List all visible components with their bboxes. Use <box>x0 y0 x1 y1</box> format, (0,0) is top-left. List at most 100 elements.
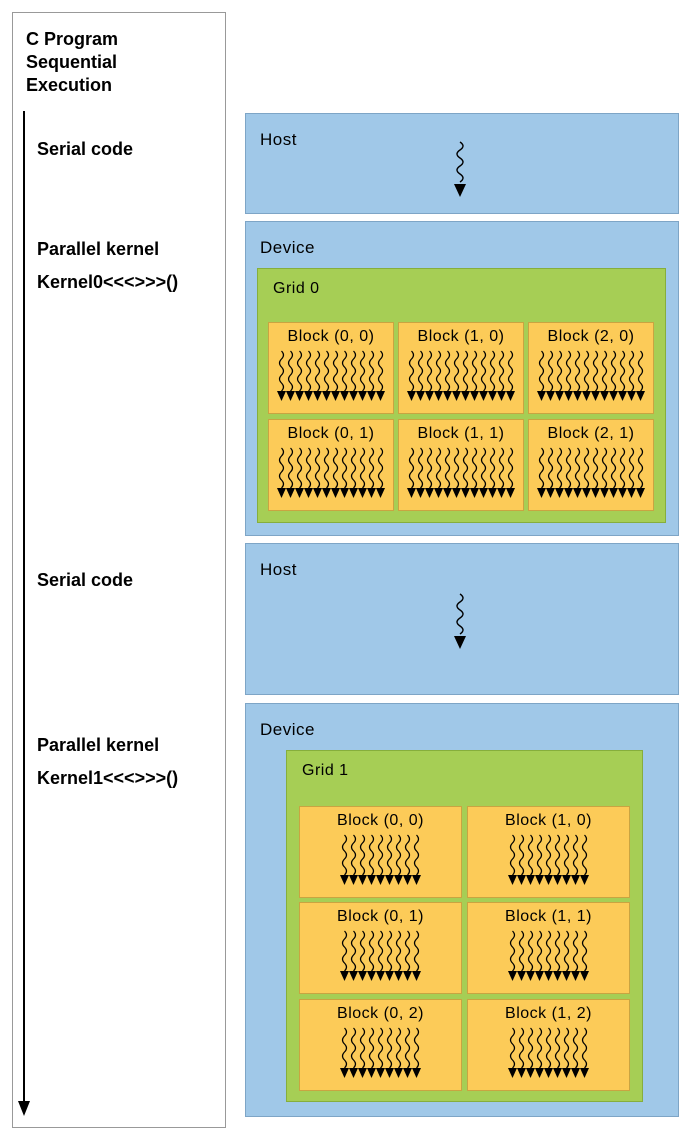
thread-group <box>277 447 385 498</box>
block-label: Block (1, 2) <box>505 1005 592 1022</box>
thread-arrow <box>479 350 488 401</box>
grid1-block-0-2: Block (0, 2) <box>299 999 462 1091</box>
serial-code-label-1: Serial code <box>37 139 134 159</box>
thread-arrow <box>535 834 544 885</box>
thread-arrow <box>627 350 636 401</box>
thread-arrow <box>535 930 544 981</box>
thread-arrow <box>488 350 497 401</box>
thread-arrow <box>322 447 331 498</box>
block-label: Block (1, 0) <box>417 328 505 345</box>
block-label: Block (2, 1) <box>547 425 635 442</box>
thread-arrow <box>582 447 591 498</box>
thread-arrow <box>544 834 553 885</box>
thread-arrow <box>627 447 636 498</box>
thread-arrow <box>564 350 573 401</box>
thread-arrow <box>555 447 564 498</box>
block-label: Block (0, 0) <box>337 812 424 829</box>
host-box-2: Host <box>245 543 679 695</box>
title-line-3: Execution <box>26 75 113 95</box>
thread-arrow <box>571 834 580 885</box>
thread-arrow <box>517 834 526 885</box>
title-line-1: C Program <box>26 29 119 49</box>
thread-arrow <box>367 350 376 401</box>
thread-arrow <box>470 447 479 498</box>
thread-arrow <box>506 447 515 498</box>
thread-arrow <box>407 350 416 401</box>
block-label: Block (1, 1) <box>417 425 505 442</box>
thread-arrow <box>609 447 618 498</box>
block-label: Block (0, 1) <box>337 908 424 925</box>
thread-arrow <box>553 834 562 885</box>
thread-arrow <box>443 447 452 498</box>
thread-arrow <box>508 1027 517 1078</box>
thread-arrow <box>434 350 443 401</box>
thread-arrow <box>277 350 286 401</box>
thread-group <box>340 834 421 885</box>
grid-1-label: Grid 1 <box>302 762 349 779</box>
title-line-2: Sequential <box>26 52 118 72</box>
thread-arrow <box>544 1027 553 1078</box>
thread-arrow <box>425 350 434 401</box>
thread-arrow <box>376 447 385 498</box>
thread-arrow <box>412 930 421 981</box>
grid0-block-1-0: Block (1, 0) <box>398 322 524 414</box>
thread-arrow <box>517 930 526 981</box>
thread-group <box>508 930 589 981</box>
grid0-block-2-1: Block (2, 1) <box>528 419 654 511</box>
thread-arrow <box>580 930 589 981</box>
thread-arrow <box>618 350 627 401</box>
thread-arrow <box>313 447 322 498</box>
thread-arrow <box>618 447 627 498</box>
grid1-block-1-1: Block (1, 1) <box>467 902 630 994</box>
thread-arrow <box>394 834 403 885</box>
thread-arrow <box>277 447 286 498</box>
thread-arrow <box>416 350 425 401</box>
thread-arrow <box>506 350 515 401</box>
thread-arrow <box>636 447 645 498</box>
thread-arrow <box>286 350 295 401</box>
grid0-block-0-1: Block (0, 1) <box>268 419 394 511</box>
thread-arrow <box>286 447 295 498</box>
thread-arrow <box>580 834 589 885</box>
thread-arrow <box>452 350 461 401</box>
thread-arrow <box>508 834 517 885</box>
thread-arrow <box>358 834 367 885</box>
thread-arrow <box>526 930 535 981</box>
thread-arrow <box>376 1027 385 1078</box>
thread-arrow <box>452 447 461 498</box>
grid0-block-0-0: Block (0, 0) <box>268 322 394 414</box>
grid1-block-1-0: Block (1, 0) <box>467 806 630 898</box>
thread-arrow <box>349 350 358 401</box>
thread-arrow <box>367 930 376 981</box>
thread-group <box>277 350 385 401</box>
thread-arrow <box>385 1027 394 1078</box>
thread-arrow <box>331 447 340 498</box>
thread-arrow <box>562 930 571 981</box>
host-box-1: Host <box>245 113 679 214</box>
thread-arrow <box>367 447 376 498</box>
thread-arrow <box>600 350 609 401</box>
thread-arrow <box>537 350 546 401</box>
block-label: Block (2, 0) <box>547 328 635 345</box>
thread-arrow <box>573 447 582 498</box>
thread-group <box>508 834 589 885</box>
thread-arrow <box>340 1027 349 1078</box>
thread-arrow <box>376 930 385 981</box>
thread-arrow <box>403 1027 412 1078</box>
thread-arrow <box>412 834 421 885</box>
thread-arrow <box>407 447 416 498</box>
thread-arrow <box>304 350 313 401</box>
host-thread-arrow-2 <box>454 593 466 649</box>
block-label: Block (1, 1) <box>505 908 592 925</box>
grid0-block-1-1: Block (1, 1) <box>398 419 524 511</box>
thread-arrow <box>636 350 645 401</box>
grid1-block-1-2: Block (1, 2) <box>467 999 630 1091</box>
sequential-execution-panel: C Program Sequential Execution Serial co… <box>12 12 226 1128</box>
kernel1-call: Kernel1<<<>>>() <box>37 768 179 788</box>
thread-arrow <box>546 350 555 401</box>
thread-arrow <box>313 350 322 401</box>
thread-arrow <box>394 930 403 981</box>
thread-arrow <box>358 1027 367 1078</box>
thread-group <box>537 447 645 498</box>
grid0-block-2-0: Block (2, 0) <box>528 322 654 414</box>
